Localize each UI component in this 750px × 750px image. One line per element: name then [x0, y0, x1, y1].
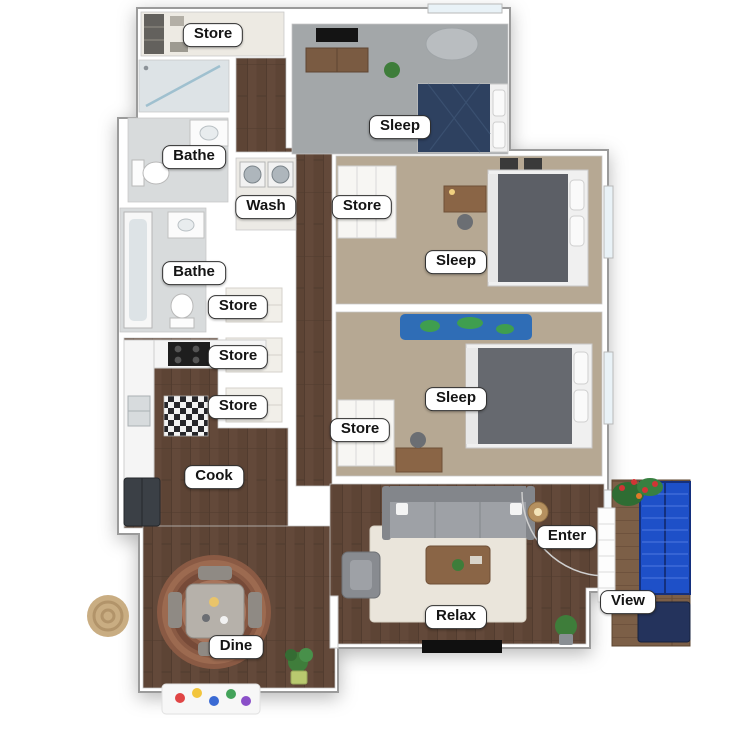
room-label-sleep-3: Sleep: [424, 387, 488, 411]
balcony: [597, 478, 691, 647]
throw-pillow: [396, 503, 408, 515]
living-room: [341, 486, 577, 653]
pillow: [573, 351, 589, 385]
wall-stub: [329, 595, 339, 649]
dining-chair: [168, 592, 182, 628]
room-label-store-left-1: Store: [207, 295, 269, 319]
toilet-tank: [131, 159, 145, 187]
dining-table: [185, 583, 245, 639]
desk-lamp: [449, 189, 455, 195]
window-bedroom-3: [603, 351, 614, 425]
plant-pot: [559, 634, 573, 645]
room-label-store-left-2: Store: [207, 345, 269, 369]
plant: [384, 62, 400, 78]
potted-plant: [285, 648, 313, 685]
bed: [487, 169, 589, 287]
room-label-store-hall-1: Store: [331, 195, 393, 219]
kids-rug: [161, 683, 261, 715]
room-label-sleep-1: Sleep: [368, 115, 432, 139]
store-room-top: [140, 11, 285, 57]
desk: [395, 447, 443, 473]
checkered-mat: [163, 395, 209, 437]
toilet-bowl: [142, 161, 170, 185]
bedroom-3: [335, 311, 603, 477]
stove: [168, 342, 210, 366]
shower-glass: [145, 64, 221, 108]
balcony-shutter-door: [639, 481, 691, 595]
room-label-store-left-3: Store: [207, 395, 269, 419]
lamp: [534, 508, 542, 516]
dining-chair: [198, 566, 232, 580]
pillow: [492, 121, 506, 149]
bedroom-2: [335, 155, 603, 305]
balcony-planter: [612, 478, 663, 506]
dining-chair: [248, 592, 262, 628]
desk: [443, 185, 487, 213]
tv: [422, 640, 502, 653]
wall-art: [500, 158, 518, 170]
room-label-store-top: Store: [182, 23, 244, 47]
window-bedroom-2: [603, 185, 614, 259]
laundry-room: [235, 157, 297, 231]
pillow: [569, 215, 585, 247]
pillow: [492, 89, 506, 117]
pillow: [573, 389, 589, 423]
room-label-store-hall-2: Store: [329, 418, 391, 442]
gray-duvet: [488, 174, 568, 282]
bed: [417, 83, 509, 153]
outside-decor: [87, 595, 313, 715]
table-plant: [452, 559, 464, 571]
room-label-enter: Enter: [536, 525, 598, 549]
room-label-cook: Cook: [184, 465, 244, 489]
chair: [457, 214, 473, 230]
sofa: [382, 486, 535, 540]
bed: [465, 343, 593, 449]
wall-art: [524, 158, 542, 170]
oval-rug: [425, 27, 479, 61]
shower-room: [138, 59, 230, 113]
throw-pillow: [510, 503, 522, 515]
room-label-relax: Relax: [424, 605, 488, 629]
chair: [410, 432, 426, 448]
room-label-bathe-2: Bathe: [162, 261, 226, 285]
pillow: [569, 179, 585, 211]
bedroom-1: [291, 23, 509, 155]
floor-plant: [555, 615, 577, 637]
room-label-dine: Dine: [208, 635, 264, 659]
window-bedroom-1: [427, 3, 503, 14]
shelving-unit: [144, 14, 164, 54]
room-label-view: View: [600, 590, 656, 614]
toilet-bowl: [170, 293, 194, 319]
toilet-tank: [169, 317, 195, 329]
room-label-sleep-2: Sleep: [424, 250, 488, 274]
room-label-wash: Wash: [235, 195, 297, 219]
room-label-bathe-1: Bathe: [162, 145, 226, 169]
door-swing-arc: [521, 491, 605, 577]
tv: [316, 28, 358, 42]
